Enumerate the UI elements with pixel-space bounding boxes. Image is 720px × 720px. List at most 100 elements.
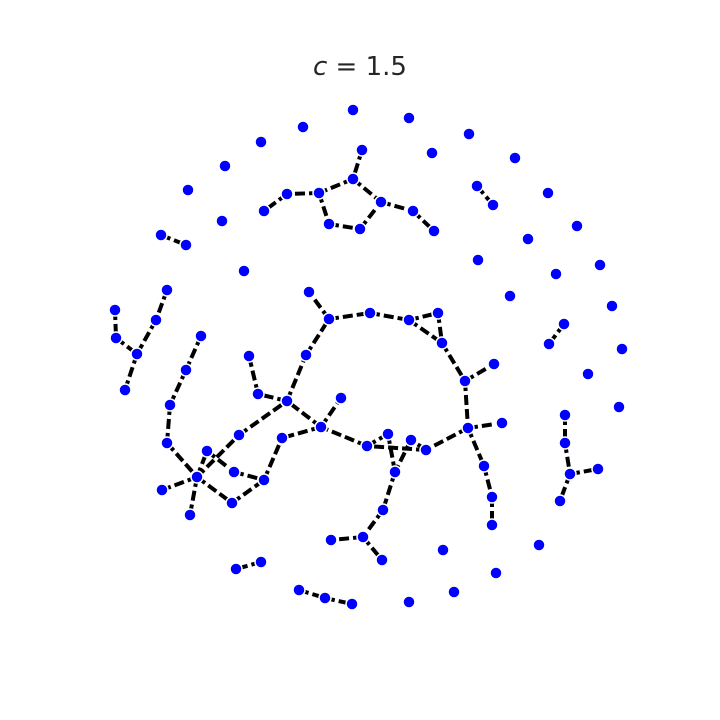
graph-node-6 bbox=[425, 146, 439, 160]
graph-node-11 bbox=[181, 183, 195, 197]
graph-node-38 bbox=[402, 313, 416, 327]
graph-node-34 bbox=[108, 303, 122, 317]
title-value: 1.5 bbox=[365, 52, 407, 82]
graph-node-20 bbox=[322, 217, 336, 231]
graph-node-87 bbox=[532, 538, 546, 552]
graph-node-73 bbox=[591, 462, 605, 476]
graph-node-80 bbox=[155, 483, 169, 497]
graph-node-10 bbox=[470, 179, 484, 193]
graph-node-37 bbox=[363, 306, 377, 320]
graph-node-43 bbox=[194, 329, 208, 343]
graph-node-42 bbox=[109, 331, 123, 345]
graph-node-58 bbox=[280, 394, 294, 408]
graph-edge-23 bbox=[195, 475, 234, 505]
graph-node-47 bbox=[299, 348, 313, 362]
graph-node-64 bbox=[232, 428, 246, 442]
graph-node-56 bbox=[334, 391, 348, 405]
graph-node-13 bbox=[280, 187, 294, 201]
graph-node-50 bbox=[179, 363, 193, 377]
graph-node-22 bbox=[427, 224, 441, 238]
graph-node-28 bbox=[593, 258, 607, 272]
graph-node-19 bbox=[215, 214, 229, 228]
graph-edge-60 bbox=[285, 399, 323, 429]
graph-node-84 bbox=[183, 508, 197, 522]
graph-node-66 bbox=[381, 427, 395, 441]
graph-edge-41 bbox=[440, 341, 467, 383]
graph-node-88 bbox=[356, 530, 370, 544]
graph-node-93 bbox=[229, 562, 243, 576]
graph-edge-43 bbox=[463, 380, 470, 429]
graph-node-82 bbox=[485, 490, 499, 504]
graph-node-54 bbox=[118, 383, 132, 397]
graph-node-98 bbox=[402, 595, 416, 609]
graph-node-32 bbox=[302, 285, 316, 299]
graph-node-35 bbox=[149, 313, 163, 327]
graph-edge-33 bbox=[285, 354, 308, 402]
graph-node-9 bbox=[346, 172, 360, 186]
graph-node-45 bbox=[542, 337, 556, 351]
graph-node-85 bbox=[376, 503, 390, 517]
graph-node-36 bbox=[322, 312, 336, 326]
graph-node-65 bbox=[275, 431, 289, 445]
graph-node-51 bbox=[487, 357, 501, 371]
graph-node-17 bbox=[406, 204, 420, 218]
graph-node-83 bbox=[553, 494, 567, 508]
title-variable: c bbox=[313, 52, 328, 82]
graph-node-29 bbox=[237, 264, 251, 278]
graph-node-7 bbox=[508, 151, 522, 165]
graph-edge-34 bbox=[304, 317, 331, 357]
graph-node-53 bbox=[581, 367, 595, 381]
graph-edge-36 bbox=[328, 311, 371, 321]
graph-node-25 bbox=[179, 238, 193, 252]
graph-node-26 bbox=[521, 232, 535, 246]
graph-edge-50 bbox=[366, 444, 427, 452]
title-equals: = bbox=[327, 52, 366, 82]
graph-node-67 bbox=[160, 436, 174, 450]
graph-node-3 bbox=[296, 120, 310, 134]
graph-node-33 bbox=[503, 289, 517, 303]
graph-node-97 bbox=[318, 591, 332, 605]
graph-node-89 bbox=[324, 533, 338, 547]
graph-node-75 bbox=[227, 465, 241, 479]
graph-node-41 bbox=[605, 299, 619, 313]
graph-node-77 bbox=[477, 459, 491, 473]
graph-node-24 bbox=[154, 228, 168, 242]
graph-edge-58 bbox=[320, 425, 368, 448]
graph-node-61 bbox=[314, 420, 328, 434]
graph-node-68 bbox=[404, 433, 418, 447]
graph-node-70 bbox=[419, 443, 433, 457]
graph-node-2 bbox=[462, 127, 476, 141]
graph-node-48 bbox=[242, 349, 256, 363]
graph-node-49 bbox=[615, 342, 629, 356]
graph-node-57 bbox=[163, 398, 177, 412]
graph-node-78 bbox=[190, 470, 204, 484]
graph-node-81 bbox=[225, 496, 239, 510]
graph-node-55 bbox=[251, 387, 265, 401]
graph-node-27 bbox=[471, 253, 485, 267]
graph-node-1 bbox=[402, 111, 416, 125]
graph-node-91 bbox=[375, 553, 389, 567]
graph-node-21 bbox=[353, 222, 367, 236]
graph-node-92 bbox=[254, 555, 268, 569]
graph-edge-45 bbox=[466, 427, 486, 467]
graph-node-4 bbox=[254, 135, 268, 149]
graph-node-95 bbox=[292, 583, 306, 597]
graph-node-86 bbox=[485, 518, 499, 532]
graph-node-5 bbox=[355, 143, 369, 157]
graph-node-63 bbox=[495, 416, 509, 430]
graph-node-99 bbox=[345, 597, 359, 611]
graph-node-0 bbox=[346, 103, 360, 117]
graph-node-59 bbox=[612, 400, 626, 414]
graph-node-60 bbox=[558, 408, 572, 422]
graph-node-79 bbox=[257, 473, 271, 487]
graph-node-90 bbox=[436, 543, 450, 557]
graph-node-69 bbox=[360, 439, 374, 453]
graph-node-14 bbox=[541, 186, 555, 200]
node-layer bbox=[108, 103, 629, 611]
graph-node-18 bbox=[486, 198, 500, 212]
graph-node-40 bbox=[557, 317, 571, 331]
graph-node-71 bbox=[558, 436, 572, 450]
graph-node-16 bbox=[257, 204, 271, 218]
graph-node-23 bbox=[570, 219, 584, 233]
